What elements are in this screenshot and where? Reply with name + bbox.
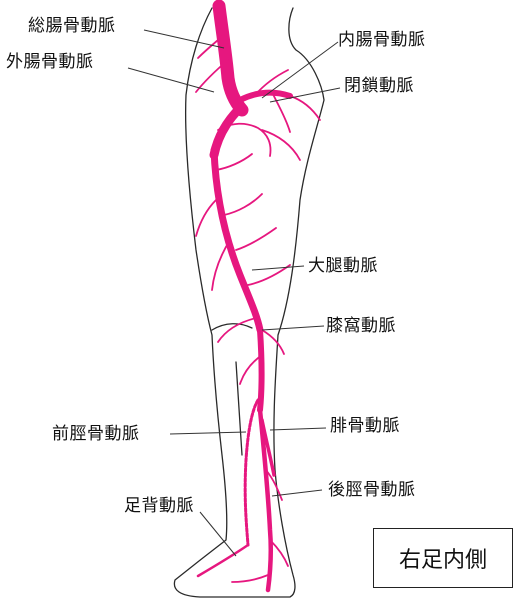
label-common-iliac: 総腸骨動脈 xyxy=(28,16,116,36)
label-obturator: 閉鎖動脈 xyxy=(344,76,414,96)
caption-box: 右足内側 xyxy=(373,528,513,588)
caption-text: 右足内側 xyxy=(399,542,487,574)
dorsalis-pedis-artery xyxy=(198,545,248,576)
artery-branches xyxy=(196,35,320,582)
artery-tree xyxy=(196,6,320,590)
label-femoral: 大腿動脈 xyxy=(308,256,378,276)
anterior-tibial-artery xyxy=(245,400,258,545)
common-iliac-artery xyxy=(219,6,242,110)
label-posterior-tibial: 後脛骨動脈 xyxy=(328,480,416,500)
label-fibular: 腓骨動脈 xyxy=(330,416,400,436)
label-popliteal: 膝窩動脈 xyxy=(326,316,396,336)
label-external-iliac: 外腸骨動脈 xyxy=(6,52,94,72)
popliteal-artery xyxy=(260,330,262,410)
femoral-artery xyxy=(214,150,260,330)
label-anterior-tibial: 前脛骨動脈 xyxy=(52,424,140,444)
external-iliac-artery xyxy=(214,108,240,155)
label-dorsalis-pedis: 足背動脈 xyxy=(124,496,194,516)
label-internal-iliac: 内腸骨動脈 xyxy=(338,30,426,50)
